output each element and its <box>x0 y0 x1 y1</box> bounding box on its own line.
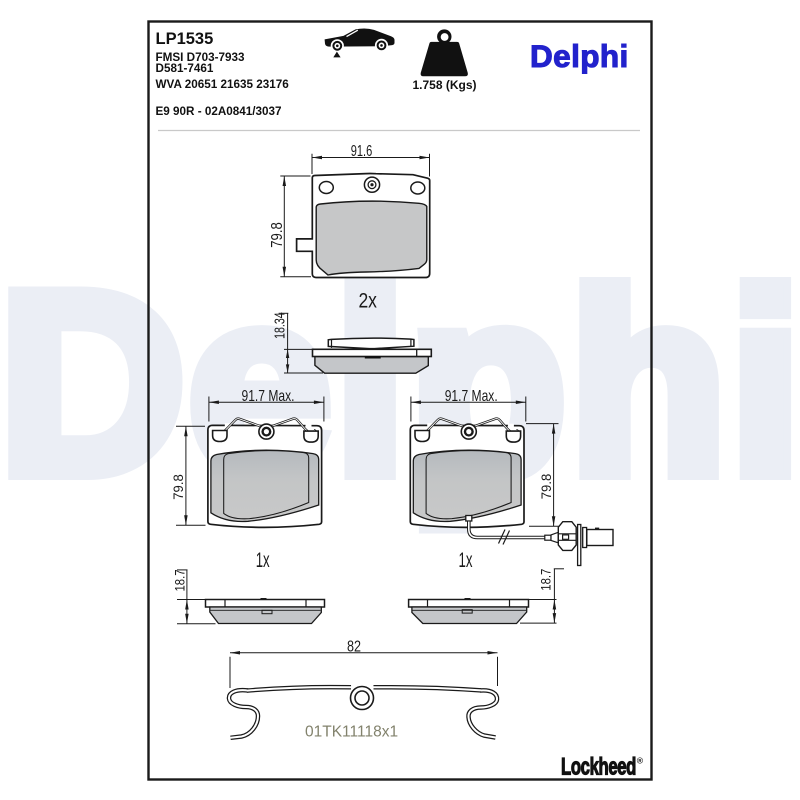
svg-text:1x: 1x <box>459 548 473 572</box>
svg-text:91.7 Max.: 91.7 Max. <box>445 388 498 405</box>
svg-text:18.7: 18.7 <box>538 569 554 591</box>
svg-text:D581-7461: D581-7461 <box>156 62 214 75</box>
svg-text:1x: 1x <box>256 548 270 572</box>
svg-text:®: ® <box>637 756 644 766</box>
svg-text:79.8: 79.8 <box>170 474 186 500</box>
svg-text:82: 82 <box>347 638 361 655</box>
svg-text:01TK11118x1: 01TK11118x1 <box>305 724 398 741</box>
svg-text:E9 90R - 02A0841/3037: E9 90R - 02A0841/3037 <box>156 105 282 118</box>
svg-text:91.6: 91.6 <box>351 143 373 160</box>
svg-text:79.8: 79.8 <box>269 222 286 248</box>
svg-text:Lockheed: Lockheed <box>561 753 636 780</box>
svg-text:LP1535: LP1535 <box>156 30 214 48</box>
svg-text:Delphi: Delphi <box>530 38 629 74</box>
svg-text:1.758 (Kgs): 1.758 (Kgs) <box>412 78 476 92</box>
svg-text:WVA 20651 21635 23176: WVA 20651 21635 23176 <box>156 78 290 91</box>
svg-text:91.7 Max.: 91.7 Max. <box>242 388 295 405</box>
svg-text:79.8: 79.8 <box>538 474 554 500</box>
svg-text:18.34: 18.34 <box>273 312 289 339</box>
svg-text:18.7: 18.7 <box>171 569 187 591</box>
svg-text:2x: 2x <box>358 290 377 313</box>
svg-text:FMSI D703-7933: FMSI D703-7933 <box>156 51 245 64</box>
svg-text:Delphi: Delphi <box>0 238 800 528</box>
